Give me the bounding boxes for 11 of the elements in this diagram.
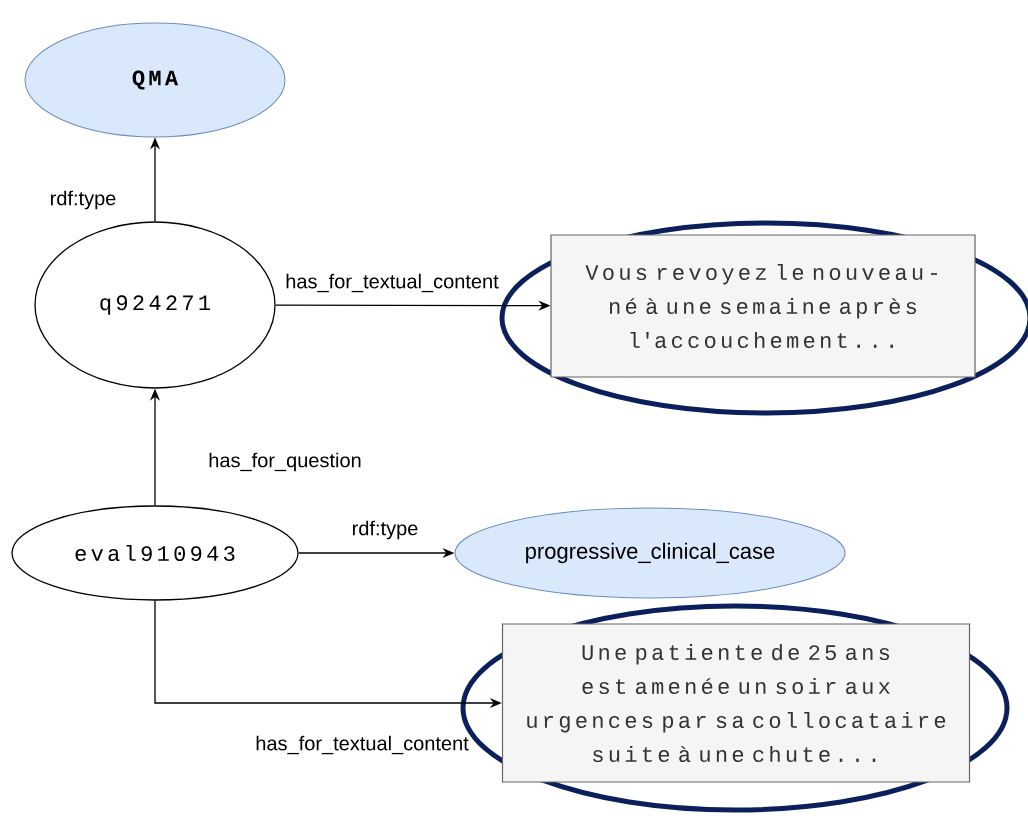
edge-label: rdf:type [48,189,118,211]
ellipse-node: q924271 [34,221,276,389]
ellipse-node: progressive_clinical_case [454,507,846,599]
text-box: Une patiente de 25 ans est amenée un soir aux urgences par sa collocataire suite à une chute... [501,623,971,783]
ellipse-node: eval910943 [11,505,299,601]
edge-label: has_for_question [207,451,363,473]
ellipse-node: QMA [24,22,286,138]
edge-label: has_for_textual_content [254,734,470,756]
edge-label: rdf:type [350,519,420,541]
edge-label: has_for_textual_content [284,272,500,294]
text-box: Vous revoyez le nouveau-né à une semaine après l'accouchement... [550,234,976,378]
